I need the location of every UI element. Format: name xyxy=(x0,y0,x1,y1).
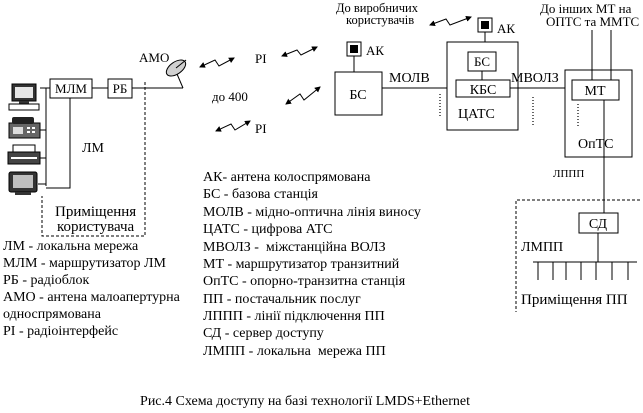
rb-label: РБ xyxy=(113,81,128,96)
antenna-dish-icon xyxy=(165,59,187,89)
tsats-bs-label: БС xyxy=(474,54,490,69)
lmpp-bus xyxy=(533,261,637,280)
tsats-label: ЦАТС xyxy=(458,107,495,122)
directional-antenna-icon xyxy=(477,17,493,52)
ak-bs-label: АК xyxy=(366,43,384,58)
legend-left: ЛМ - локальна мережа МЛМ - маршрутизатор… xyxy=(3,239,181,339)
legend-item: АМО - антена малоапертурна xyxy=(3,290,181,305)
user-premises-boundary xyxy=(41,82,146,237)
lan-label: ЛМ xyxy=(82,141,104,156)
to-production-users-line1: До виробничих xyxy=(336,1,419,15)
to-other-mt-line1: До інших МТ на xyxy=(540,1,632,16)
legend-item: РБ - радіоблок xyxy=(3,273,89,288)
legend-item: односпрямована xyxy=(3,307,102,322)
uplink-lines xyxy=(591,70,612,80)
legend-item: ЛМ - локальна мережа xyxy=(3,239,139,254)
sd-label: СД xyxy=(589,217,608,232)
kbs-label: КБС xyxy=(470,83,497,98)
legend-item: ОпТС - опорно-транзитна станція xyxy=(203,274,406,289)
legend-item: ЦАТС - цифрова АТС xyxy=(203,222,333,237)
mvolz-label: МВОЛЗ xyxy=(511,71,559,86)
radio-link-icon xyxy=(285,86,321,105)
radio-link-icon xyxy=(199,57,235,68)
molv-label: МОЛВ xyxy=(389,71,430,86)
user-premises-label-line1: Приміщення xyxy=(55,204,136,220)
range-label: до 400 xyxy=(212,89,248,104)
mt-label: МТ xyxy=(585,84,606,99)
ri-top-label: РІ xyxy=(255,51,267,66)
sp-premises-boundary xyxy=(515,199,640,312)
mlm-label: МЛМ xyxy=(55,81,87,96)
legend-main: АК- антена колоспрямована БС - базова ст… xyxy=(203,170,421,359)
legend-item: ЛППП - лінії підключення ПП xyxy=(203,309,385,324)
to-production-users-line2: користувачів xyxy=(346,13,414,27)
legend-item: ЛМПП - локальна мережа ПП xyxy=(203,344,386,359)
legend-item: АК- антена колоспрямована xyxy=(203,170,371,185)
computer-icon xyxy=(8,83,40,111)
to-other-mt-line2: ОПТС та ММТС xyxy=(546,14,639,29)
monitor-icon xyxy=(8,171,38,195)
printer-icon xyxy=(7,144,41,165)
fax-icon xyxy=(8,117,41,139)
legend-item: МОЛВ - мідно-оптична лінія виносу xyxy=(203,205,421,220)
radio-link-icon xyxy=(429,15,472,27)
lan-bus xyxy=(38,87,71,189)
bs-label: БС xyxy=(349,88,366,103)
bs-box xyxy=(334,71,383,116)
legend-item: МЛМ - маршрутизатор ЛМ xyxy=(3,256,167,271)
ak-tsats-label: АК xyxy=(497,21,515,36)
directional-antenna-icon xyxy=(346,41,362,72)
radio-link-icon xyxy=(215,120,251,132)
mt-box xyxy=(571,79,620,101)
figure-caption: Рис.4 Схема доступу на базі технології L… xyxy=(140,394,470,409)
opts-label: ОпТС xyxy=(578,137,614,152)
lmpp-label: ЛМПП xyxy=(521,240,563,255)
legend-item: МТ - маршрутизатор транзитний xyxy=(203,257,400,272)
amo-label: АМО xyxy=(139,50,169,65)
legend-item: ПП - постачальник послуг xyxy=(203,292,361,307)
user-premises-label-line2: користувача xyxy=(57,219,135,235)
sp-premises-label: Приміщення ПП xyxy=(521,292,628,308)
ri-bottom-label: РІ xyxy=(255,121,267,136)
legend-item: СД - сервер доступу xyxy=(203,326,324,341)
radio-link-icon xyxy=(281,46,318,57)
legend-item: МВОЛЗ - міжстанційна ВОЛЗ xyxy=(203,240,386,255)
legend-item: БС - базова станція xyxy=(203,187,318,202)
lppp-label: ЛППП xyxy=(553,168,584,180)
legend-item: РІ - радіоінтерфейс xyxy=(3,324,118,339)
